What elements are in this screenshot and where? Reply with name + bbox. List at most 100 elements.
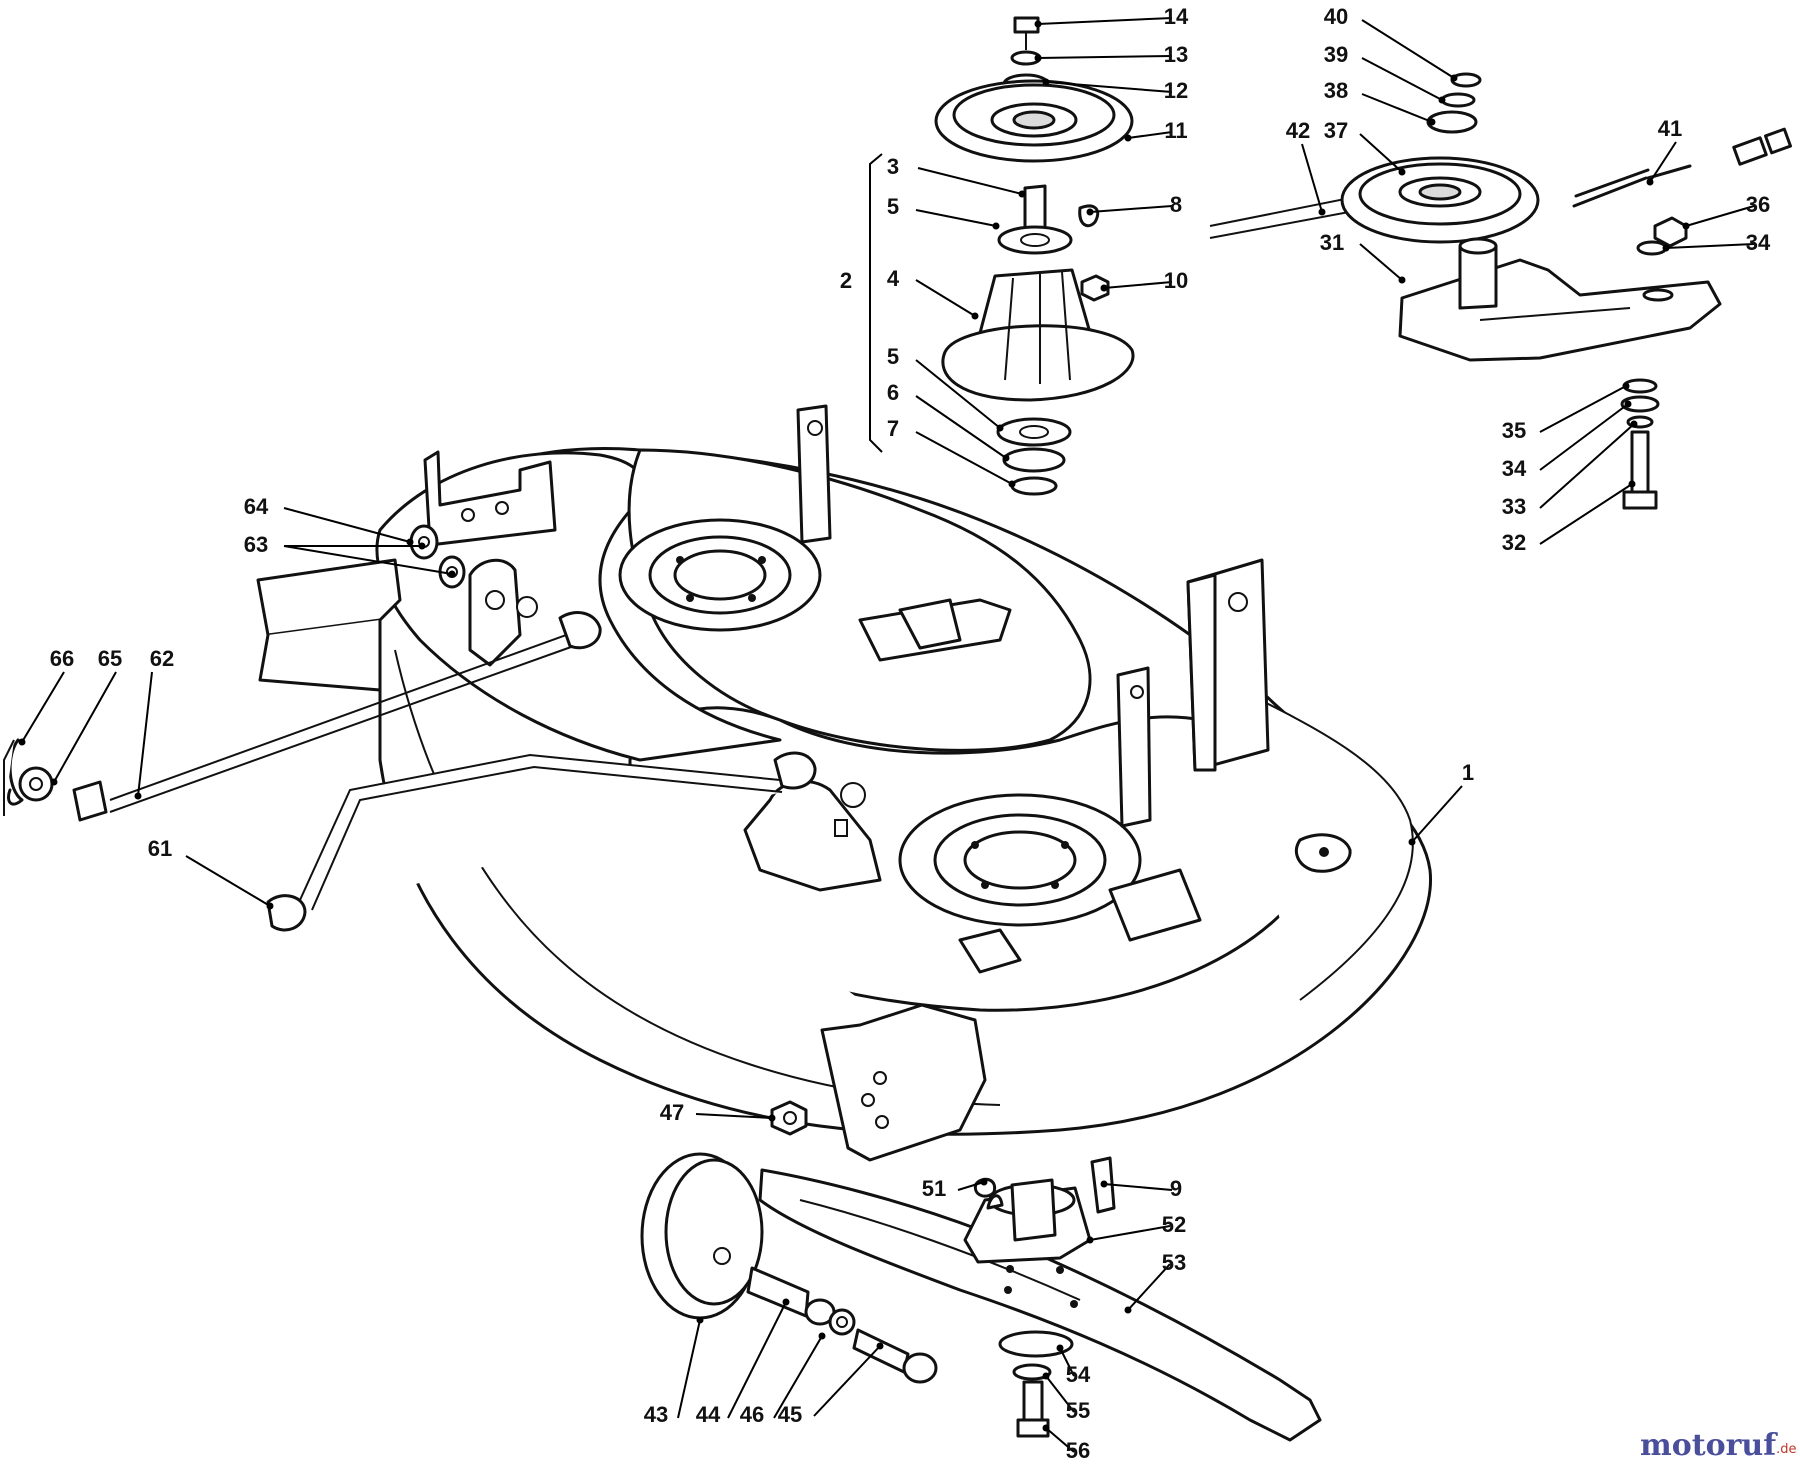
leader-line-51 bbox=[957, 1181, 985, 1191]
leader-dot-8 bbox=[1086, 208, 1094, 216]
callout-c-42: 42 bbox=[1286, 118, 1310, 143]
front-bracket bbox=[820, 1003, 987, 1162]
leader-line-35 bbox=[1539, 385, 1627, 433]
rear-hanger-bracket bbox=[743, 779, 882, 892]
leader-dot-56 bbox=[1042, 1424, 1050, 1432]
callout-c-2: 2 bbox=[840, 268, 852, 293]
callout-c-51: 51 bbox=[922, 1176, 946, 1201]
height-adjust-rods bbox=[3, 524, 817, 932]
deck-bracket-left bbox=[423, 450, 557, 547]
leader-dot-46 bbox=[818, 1332, 826, 1340]
leader-line-5 bbox=[915, 209, 997, 227]
leader-line-40 bbox=[1361, 19, 1455, 79]
leader-line-45 bbox=[813, 1345, 881, 1417]
leader-dot-5 bbox=[992, 222, 1000, 230]
callout-c-66: 66 bbox=[50, 646, 74, 671]
callout-c-32: 32 bbox=[1502, 530, 1526, 555]
mower-deck-housing bbox=[375, 447, 1432, 1136]
leader-dot-45 bbox=[876, 1342, 884, 1350]
callout-c-45: 45 bbox=[778, 1402, 802, 1427]
leader-line-8 bbox=[1089, 205, 1173, 213]
leader-line-66 bbox=[21, 671, 65, 743]
callout-c-34b: 34 bbox=[1502, 456, 1527, 481]
leader-dot-4 bbox=[971, 312, 979, 320]
leader-line-32 bbox=[1539, 483, 1633, 545]
leader-dot-55 bbox=[1042, 1372, 1050, 1380]
leader-dot-7 bbox=[1008, 480, 1016, 488]
callout-c-7: 7 bbox=[887, 416, 899, 441]
leader-line-44 bbox=[727, 1301, 787, 1419]
leader-dot-12 bbox=[1042, 78, 1050, 86]
leader-line-33 bbox=[1539, 423, 1635, 509]
leader-dot-32 bbox=[1628, 480, 1636, 488]
watermark-brand: motoruf bbox=[1640, 1428, 1778, 1463]
nut-47 bbox=[770, 1100, 808, 1136]
callout-c-13: 13 bbox=[1164, 42, 1188, 67]
leader-dot-13 bbox=[1034, 54, 1042, 62]
leader-line-14 bbox=[1037, 17, 1173, 25]
leader-line-38 bbox=[1361, 93, 1433, 123]
spindle-assembly bbox=[934, 16, 1135, 496]
watermark: motoruf.de bbox=[1640, 1428, 1797, 1463]
leader-line-62 bbox=[137, 671, 153, 797]
leader-line-41 bbox=[1649, 141, 1677, 183]
callout-c-12: 12 bbox=[1164, 78, 1188, 103]
leader-dot-63 bbox=[418, 542, 426, 550]
leader-line-53 bbox=[1127, 1263, 1171, 1311]
callout-c-40: 40 bbox=[1324, 4, 1348, 29]
callout-c-10: 10 bbox=[1164, 268, 1188, 293]
leader-line-52 bbox=[1089, 1225, 1171, 1241]
watermark-text: motoruf.de bbox=[1640, 1428, 1797, 1463]
leader-dot-62 bbox=[134, 792, 142, 800]
callout-c-5a: 5 bbox=[887, 194, 899, 219]
callout-c-56: 56 bbox=[1066, 1438, 1090, 1463]
leader-dot-39 bbox=[1438, 96, 1446, 104]
callout-c-39: 39 bbox=[1324, 42, 1348, 67]
leader-line-43 bbox=[677, 1319, 701, 1419]
callout-c-41: 41 bbox=[1658, 116, 1682, 141]
callout-c-53: 53 bbox=[1162, 1250, 1186, 1275]
leader-dot-10 bbox=[1100, 284, 1108, 292]
leader-dot-51 bbox=[980, 1178, 988, 1186]
callout-labels: 1234556789101112131431323334343536373839… bbox=[50, 4, 1771, 1463]
callout-c-43: 43 bbox=[644, 1402, 668, 1427]
leader-line-61 bbox=[185, 855, 271, 907]
leader-line-5 bbox=[915, 359, 1001, 429]
leader-line-39 bbox=[1361, 57, 1443, 101]
leader-dot-40 bbox=[1450, 74, 1458, 82]
leader-dot-42 bbox=[1318, 208, 1326, 216]
leader-line-56 bbox=[1045, 1427, 1075, 1453]
leader-line-63 bbox=[283, 545, 453, 575]
leader-line-64 bbox=[283, 507, 411, 543]
callout-c-1: 1 bbox=[1462, 760, 1474, 785]
callout-c-36: 36 bbox=[1746, 192, 1770, 217]
leader-line-10 bbox=[1103, 281, 1173, 289]
leader-dot-3 bbox=[1018, 190, 1026, 198]
leader-dot-5 bbox=[996, 424, 1004, 432]
leader-line-36 bbox=[1685, 205, 1755, 227]
leader-line-37 bbox=[1359, 133, 1403, 173]
leader-dot-31 bbox=[1398, 276, 1406, 284]
leader-line-7 bbox=[915, 431, 1013, 485]
callout-c-62: 62 bbox=[150, 646, 174, 671]
callout-c-52: 52 bbox=[1162, 1212, 1186, 1237]
leader-bracket-2 bbox=[869, 153, 883, 453]
leader-line-13 bbox=[1037, 55, 1173, 59]
leader-dot-64 bbox=[406, 538, 414, 546]
leader-dot-53 bbox=[1124, 1306, 1132, 1314]
blade-assembly bbox=[758, 1156, 1322, 1442]
leader-line-54 bbox=[1059, 1347, 1075, 1377]
leader-dot-11 bbox=[1124, 134, 1132, 142]
callout-c-63: 63 bbox=[244, 532, 268, 557]
leader-line-1 bbox=[1411, 785, 1463, 843]
leader-line-65 bbox=[53, 671, 117, 783]
callout-c-64: 64 bbox=[244, 494, 269, 519]
deck-bracket-center bbox=[796, 404, 832, 544]
callout-c-4: 4 bbox=[887, 266, 900, 291]
leader-dot-33 bbox=[1630, 420, 1638, 428]
callout-c-55: 55 bbox=[1066, 1398, 1090, 1423]
leader-dot-6 bbox=[1002, 454, 1010, 462]
deck-bracket-right bbox=[1116, 558, 1270, 828]
leader-line-47 bbox=[695, 1113, 773, 1119]
